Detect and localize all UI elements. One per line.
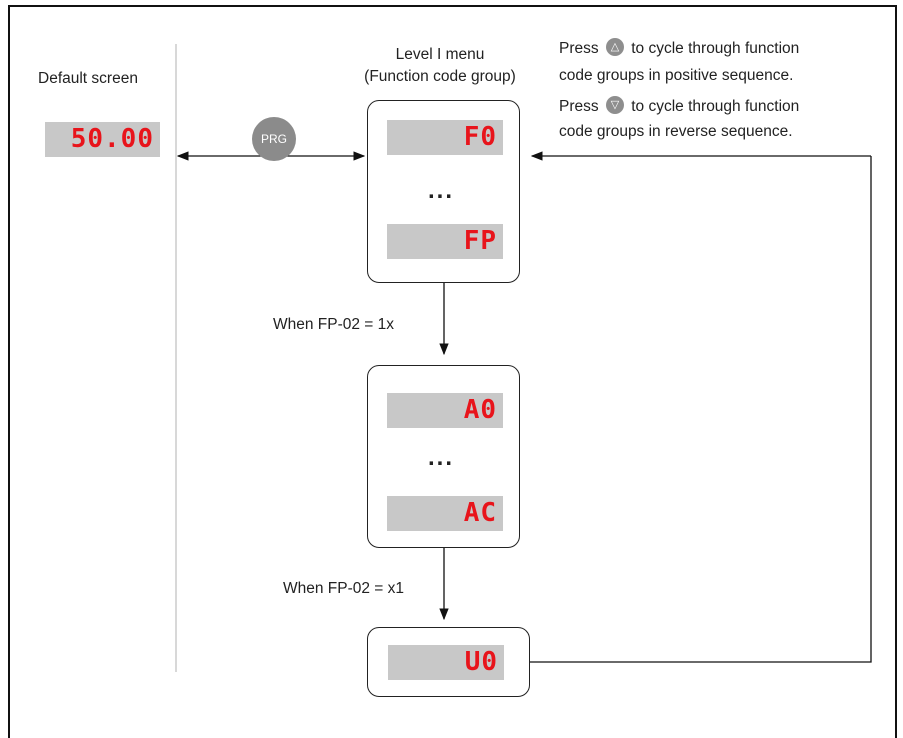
level1-ellipsis: ...	[428, 177, 455, 204]
instruction-up-line2: code groups in positive sequence.	[559, 67, 794, 84]
group-u-item-u0: U0	[388, 645, 504, 680]
prg-button[interactable]: PRG	[252, 117, 296, 161]
level1-item-f0: F0	[387, 120, 503, 155]
instruction-up: Press △ to cycle through function	[559, 38, 799, 60]
group-a-item-a0: A0	[387, 393, 503, 428]
level1-title: Level I menu (Function code group)	[330, 44, 550, 88]
group-a-panel: A0 ... AC	[367, 365, 520, 548]
group-a-item-ac: AC	[387, 496, 503, 531]
group-a-ellipsis: ...	[428, 444, 455, 471]
instruction-up-suffix: to cycle through function	[631, 40, 800, 57]
up-triangle-icon: △	[605, 38, 624, 56]
level1-title-line1: Level I menu	[395, 46, 485, 63]
instruction-down-line2: code groups in reverse sequence.	[559, 123, 793, 140]
default-screen-label: Default screen	[38, 70, 138, 87]
diagram-frame	[8, 5, 897, 738]
instruction-down-suffix: to cycle through function	[631, 98, 800, 115]
default-screen-display: 50.00	[45, 122, 160, 157]
condition-2: When FP-02 = x1	[283, 580, 405, 597]
down-triangle-icon: ▽	[605, 96, 624, 114]
loop-back-line	[530, 156, 872, 663]
level1-item-fp: FP	[387, 224, 503, 259]
instruction-up-prefix: Press	[559, 40, 599, 57]
group-u-panel: U0	[367, 627, 530, 697]
instruction-down-prefix: Press	[559, 98, 599, 115]
level1-title-line2: (Function code group)	[364, 68, 516, 85]
level1-panel: F0 ... FP	[367, 100, 520, 283]
condition-1: When FP-02 = 1x	[273, 316, 395, 333]
instruction-down: Press ▽ to cycle through function	[559, 96, 799, 118]
